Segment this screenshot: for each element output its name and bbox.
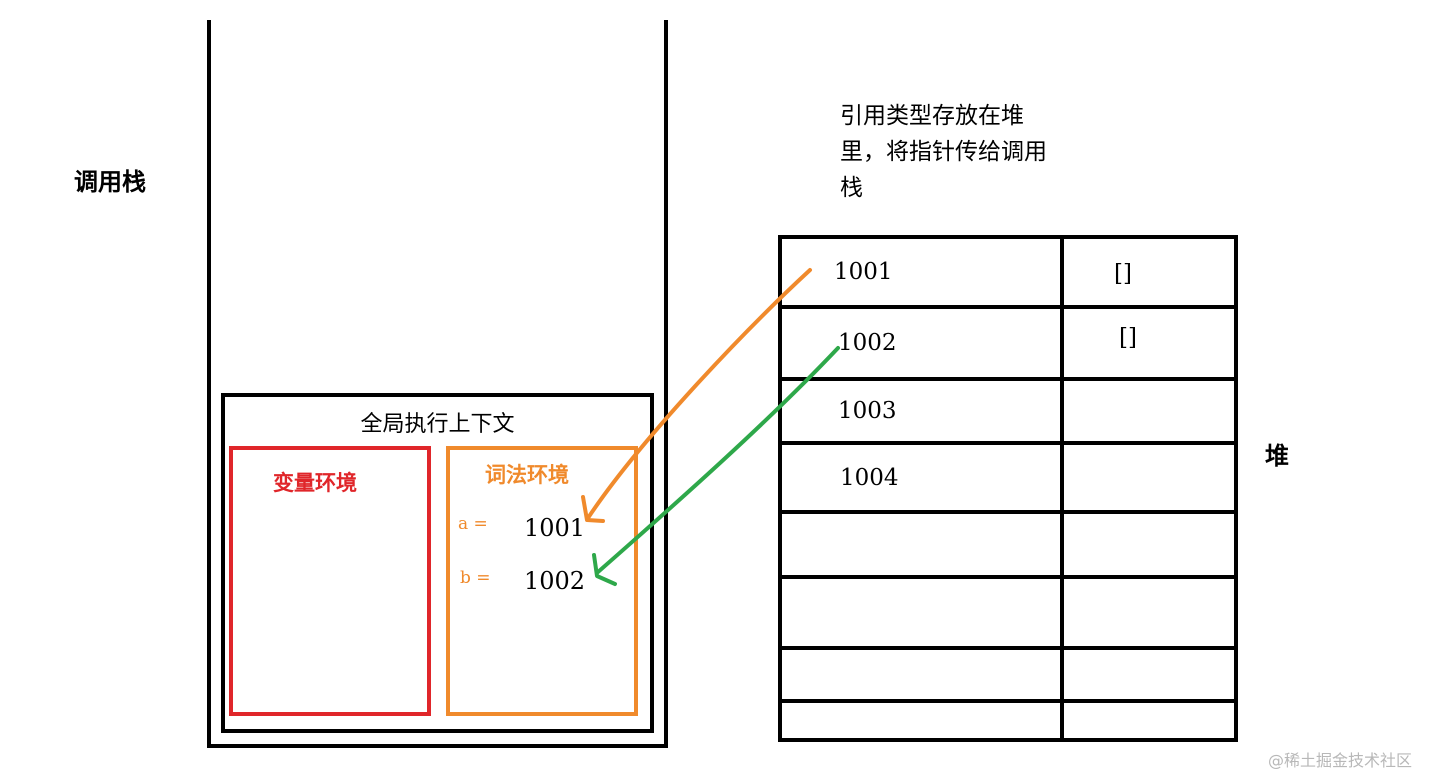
lexical-environment-title: 词法环境: [485, 463, 569, 487]
variable-environment-box: [229, 446, 431, 716]
heap-value-cell: [1060, 510, 1238, 579]
lexical-environment-box: [446, 446, 638, 716]
arrow-1001-head: [581, 495, 605, 523]
heap-table: 1001 [] 1002 [] 1003 1004: [778, 235, 1238, 742]
heap-row: 1003: [778, 377, 1238, 445]
heap-note-line-2: 里，将指针传给调用: [840, 139, 1047, 165]
arrow-1001-to-a: [581, 268, 812, 523]
heap-value-cell: []: [1060, 235, 1238, 309]
heap-address-cell: 1003: [778, 377, 1064, 445]
heap-note-line-1: 引用类型存放在堆: [840, 103, 1024, 129]
variable-environment-title: 变量环境: [273, 471, 357, 495]
heap-row: [778, 699, 1238, 742]
lexical-entry-b-name: b =: [460, 568, 491, 588]
heap-row: 1001 []: [778, 235, 1238, 309]
watermark: @稀土掘金技术社区: [1268, 751, 1413, 770]
heap-value-cell: [1060, 646, 1238, 703]
call-stack-bottom-wall: [207, 744, 668, 748]
heap-note-line-3: 栈: [840, 175, 863, 201]
heap-row: [778, 646, 1238, 703]
heap-address-cell: [778, 699, 1064, 742]
heap-address-cell: 1002: [778, 305, 1064, 381]
heap-value-cell: [1060, 377, 1238, 445]
heap-address-cell: [778, 575, 1064, 650]
heap-value-cell: [1060, 575, 1238, 650]
arrow-1001-shaft: [586, 268, 812, 520]
heap-value-cell: [1060, 699, 1238, 742]
lexical-entry-a-name: a =: [458, 514, 488, 534]
lexical-entry-a-value: 1001: [524, 514, 586, 542]
heap-value-cell: [1060, 441, 1238, 514]
arrow-1002-to-b: [592, 346, 840, 586]
heap-address-cell: 1001: [778, 235, 1064, 309]
heap-note: 引用类型存放在堆 里，将指针传给调用 栈: [840, 98, 1047, 206]
heap-address-cell: [778, 510, 1064, 579]
heap-row: [778, 575, 1238, 650]
heap-row: 1004: [778, 441, 1238, 514]
arrow-1002-head: [592, 553, 617, 586]
call-stack-left-wall: [207, 20, 211, 748]
heap-address-cell: 1004: [778, 441, 1064, 514]
call-stack-label: 调用栈: [74, 168, 146, 196]
heap-address-cell: [778, 646, 1064, 703]
global-context-title: 全局执行上下文: [360, 412, 515, 437]
global-execution-context: [221, 393, 654, 733]
heap-row: [778, 510, 1238, 579]
arrow-1002-shaft: [596, 346, 840, 574]
call-stack-right-wall: [664, 20, 668, 748]
heap-row: 1002 []: [778, 305, 1238, 381]
lexical-entry-b-value: 1002: [524, 567, 586, 595]
heap-label: 堆: [1265, 442, 1289, 470]
heap-value-cell: []: [1060, 305, 1238, 381]
